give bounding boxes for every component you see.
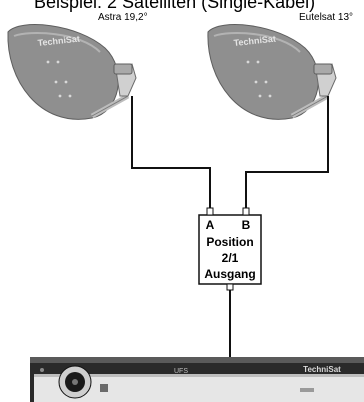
dish-label-astra: Astra 19,2°	[98, 12, 148, 23]
dish-label-eutelsat: Eutelsat 13°	[299, 12, 353, 23]
receiver-display: UFS	[174, 368, 188, 375]
receiver-brand: TechniSat	[303, 365, 341, 374]
cable-astra	[131, 96, 211, 209]
satellite-dish-right: TechniSat	[207, 24, 337, 120]
dish-brand-left: TechniSat	[37, 34, 80, 48]
switch-input-b: B	[242, 218, 251, 232]
switch-label-position: Position	[206, 235, 253, 249]
receiver-control-wheel	[58, 365, 92, 399]
switch-box: A B Position 2/1 Ausgang	[198, 207, 262, 291]
switch-input-a: A	[206, 218, 215, 232]
cables	[131, 96, 329, 362]
receiver: UFS TechniSat	[30, 357, 364, 402]
cable-eutelsat	[245, 96, 329, 209]
satellite-dish-left: TechniSat	[7, 24, 137, 120]
dish-brand-right: TechniSat	[233, 34, 276, 48]
lnb-right	[313, 63, 337, 97]
lnb-left	[113, 63, 137, 97]
switch-label-output: Ausgang	[204, 267, 255, 281]
power-led-icon	[40, 368, 44, 372]
switch-label-ratio: 2/1	[222, 251, 239, 265]
header-title: Beispiel: 2 Satelliten (Single-Kabel)	[34, 0, 315, 12]
